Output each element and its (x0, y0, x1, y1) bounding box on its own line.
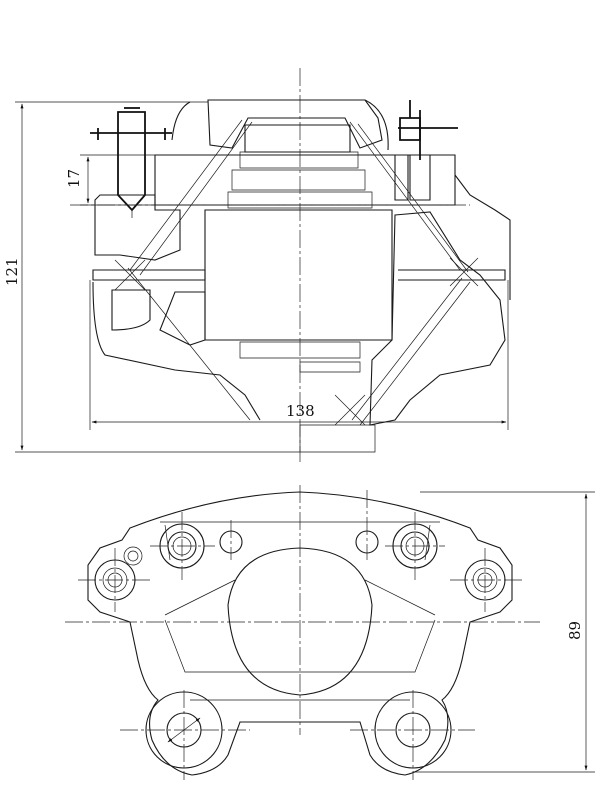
bleeder-valve-right (398, 100, 458, 160)
dimension-overall-height: 121 (3, 101, 300, 453)
bottom-lug-section (299, 424, 376, 453)
bleeder-valve-left (90, 107, 172, 218)
body-outline-left (94, 194, 181, 261)
dimension-label-138: 138 (286, 402, 315, 420)
dimension-bleeder-height: 17 (65, 154, 155, 206)
section-view: 121 17 138 (3, 68, 511, 462)
right-body-section (369, 211, 506, 426)
piston-block (204, 209, 393, 341)
dimension-label-17: 17 (65, 169, 83, 188)
top-cap-section (207, 99, 383, 149)
plan-view: 89 (65, 485, 595, 780)
dimension-bottom-view-height: 89 (413, 491, 595, 773)
right-bleeder-block (409, 154, 431, 201)
dimension-overall-width: 138 (89, 280, 509, 430)
dimension-label-89: 89 (566, 621, 584, 640)
dimension-label-121: 121 (3, 257, 21, 286)
